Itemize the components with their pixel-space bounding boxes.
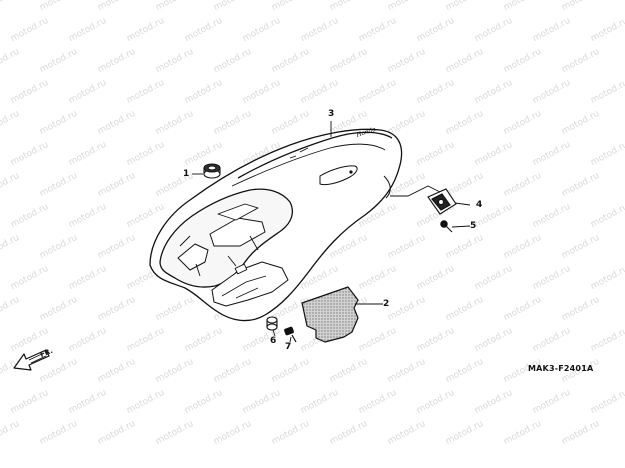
callout-3: 3	[328, 109, 335, 119]
callout-6: 6	[270, 336, 277, 346]
front-arrow-icon	[13, 349, 50, 371]
leader-lines	[192, 121, 471, 343]
callout-2: 2	[383, 299, 390, 309]
rear-cowl-part	[149, 128, 403, 322]
pad-part	[301, 286, 359, 343]
screw-part	[440, 220, 453, 233]
bolt-part	[266, 316, 278, 331]
drawing-code: MAK3-F2401A	[528, 364, 594, 373]
callout-1: 1	[183, 169, 190, 179]
clip-part	[427, 188, 457, 215]
small-screw-part	[284, 326, 297, 343]
grommet-part	[203, 163, 221, 179]
callout-7: 7	[285, 342, 292, 352]
callout-4: 4	[476, 200, 483, 210]
callout-5: 5	[470, 221, 477, 231]
